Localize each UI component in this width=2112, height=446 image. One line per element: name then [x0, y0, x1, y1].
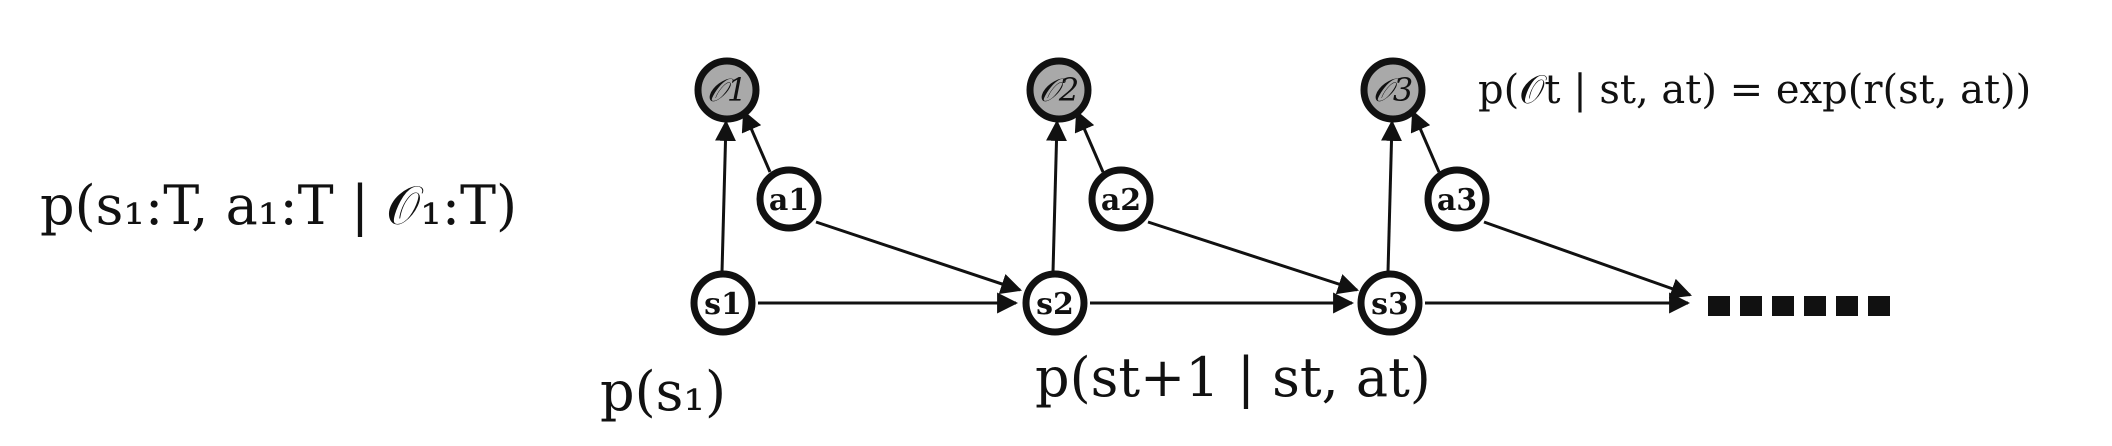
- continuation-ellipsis: [1708, 296, 1890, 316]
- state-node-3-label: s3: [1371, 287, 1409, 322]
- edge-a3-o3: [1410, 110, 1441, 173]
- state-node-2: s2: [1022, 270, 1088, 336]
- action-node-2-label: a2: [1101, 183, 1141, 218]
- initial-state-formula: p(s₁): [600, 360, 726, 423]
- edge-s1-o1: [714, 119, 736, 273]
- action-node-3: a3: [1424, 166, 1490, 232]
- action-node-2: a2: [1088, 166, 1154, 232]
- state-node-3: s3: [1357, 270, 1423, 336]
- edge-a2-o2: [1074, 110, 1105, 173]
- observation-node-2: 𝒪2: [1026, 57, 1092, 123]
- observation-node-3-label: 𝒪3: [1373, 71, 1414, 109]
- observation-node-2-label: 𝒪2: [1039, 71, 1080, 109]
- action-node-1: a1: [756, 166, 822, 232]
- posterior-formula: p(s₁:T, a₁:T | 𝒪₁:T): [40, 174, 517, 237]
- edge-a1-o1: [741, 110, 772, 173]
- edge-s3-o3: [1380, 119, 1402, 273]
- state-node-1: s1: [690, 270, 756, 336]
- state-node-1-label: s1: [704, 287, 742, 322]
- edge-s2-o2: [1045, 119, 1067, 273]
- state-node-2-label: s2: [1036, 287, 1074, 322]
- observation-node-1-label: 𝒪1: [707, 71, 748, 109]
- action-node-3-label: a3: [1437, 183, 1477, 218]
- observation-node-1: 𝒪1: [694, 57, 760, 123]
- observation-likelihood-formula: p(𝒪t | st, at) = exp(r(st, at)): [1478, 67, 2031, 113]
- edge-a1-s2: [815, 220, 1022, 294]
- transition-formula: p(st+1 | st, at): [1035, 346, 1431, 409]
- observation-node-3: 𝒪3: [1360, 57, 1426, 123]
- edge-a3-continuation: [1483, 220, 1692, 299]
- action-node-1-label: a1: [769, 183, 809, 218]
- edge-a2-s3: [1147, 220, 1359, 295]
